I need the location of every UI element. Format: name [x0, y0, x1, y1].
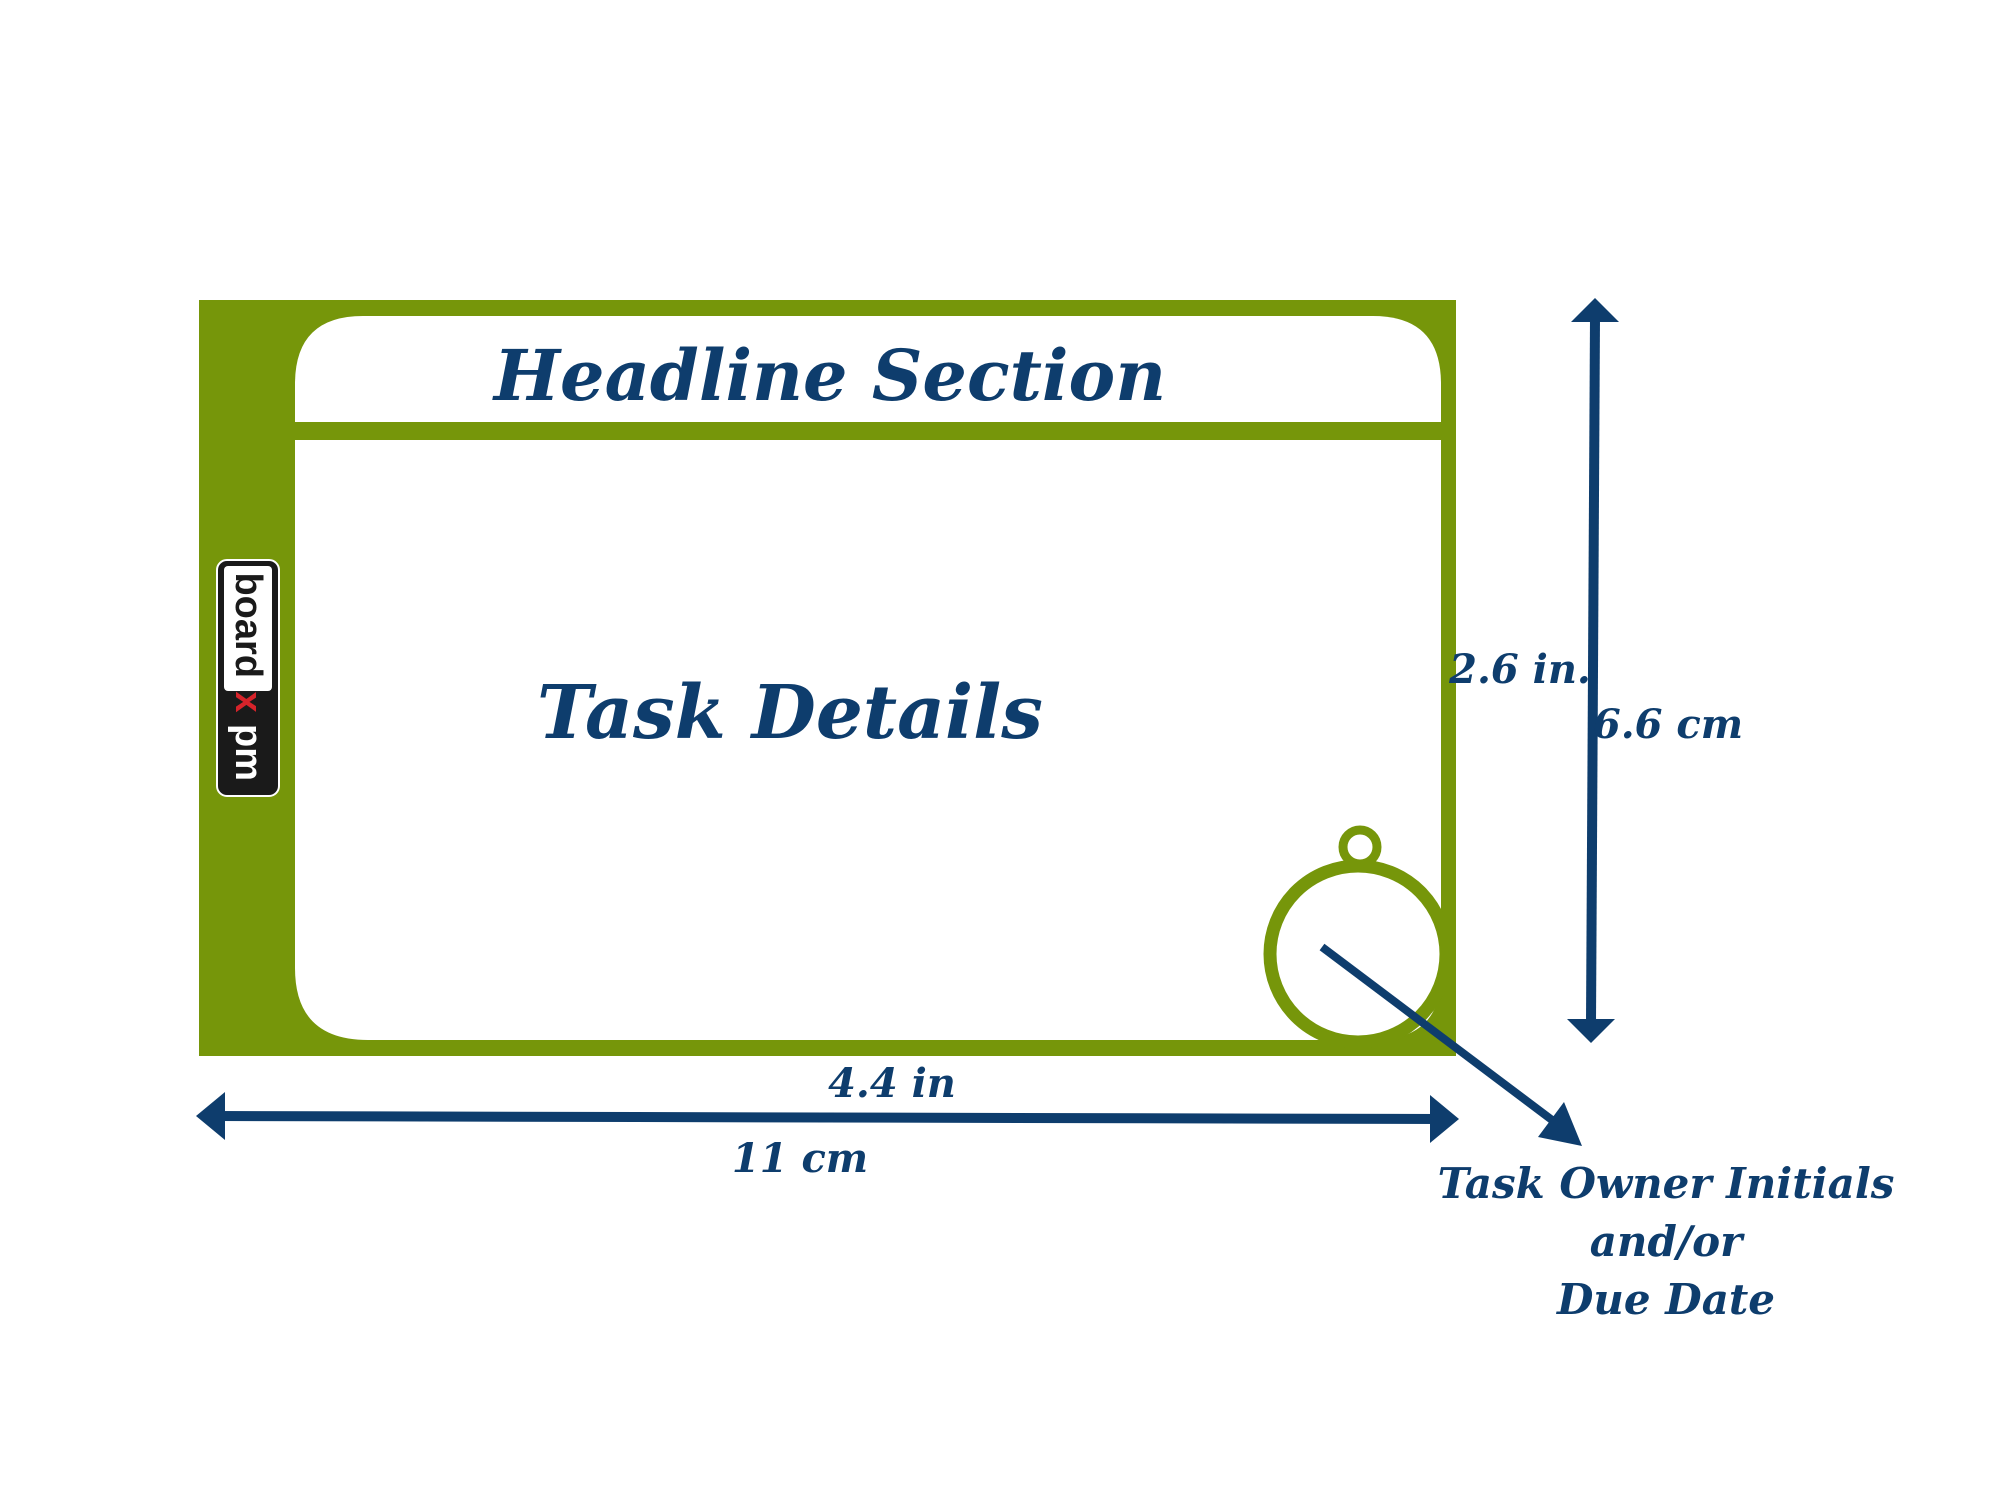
owner-callout: Task Owner Initials and/or Due Date	[1319, 943, 1895, 1324]
height-inches-label: 2.6 in.	[1448, 646, 1591, 693]
width-dimension: 4.4 in 11 cm	[196, 1060, 1459, 1182]
pmxboard-logo: board x pm	[216, 559, 280, 797]
height-cm-label: 6.6 cm	[1593, 701, 1743, 748]
width-cm-label: 11 cm	[732, 1135, 868, 1182]
headline-section	[295, 316, 1441, 422]
callout-arrow-head	[1538, 1102, 1582, 1146]
owner-circle-tab	[1338, 825, 1382, 869]
height-dimension: 2.6 in. 6.6 cm	[1448, 298, 1743, 1043]
width-arrow-right-head	[1430, 1095, 1459, 1143]
owner-circle	[1263, 859, 1453, 1049]
callout-line-3: Due Date	[1556, 1275, 1775, 1324]
width-inches-label: 4.4 in	[828, 1060, 956, 1107]
width-arrow-line	[214, 1111, 1441, 1124]
headline-label: Headline Section	[492, 334, 1166, 417]
kanban-card: board x pm Headline Section Task Details	[199, 300, 1456, 1056]
task-details-label: Task Details	[537, 670, 1043, 756]
logo-prefix: pm	[227, 724, 269, 781]
logo-suffix: board	[227, 572, 269, 678]
callout-line-1: Task Owner Initials	[1438, 1159, 1895, 1208]
callout-line-2: and/or	[1590, 1217, 1745, 1266]
height-arrow-line	[1586, 317, 1600, 1023]
task-details-section	[295, 440, 1441, 1040]
height-arrow-top-head	[1571, 298, 1619, 322]
height-arrow-bottom-head	[1567, 1019, 1615, 1043]
logo-mark: x	[227, 691, 269, 712]
width-arrow-left-head	[196, 1092, 225, 1140]
callout-arrow-line	[1319, 943, 1555, 1124]
